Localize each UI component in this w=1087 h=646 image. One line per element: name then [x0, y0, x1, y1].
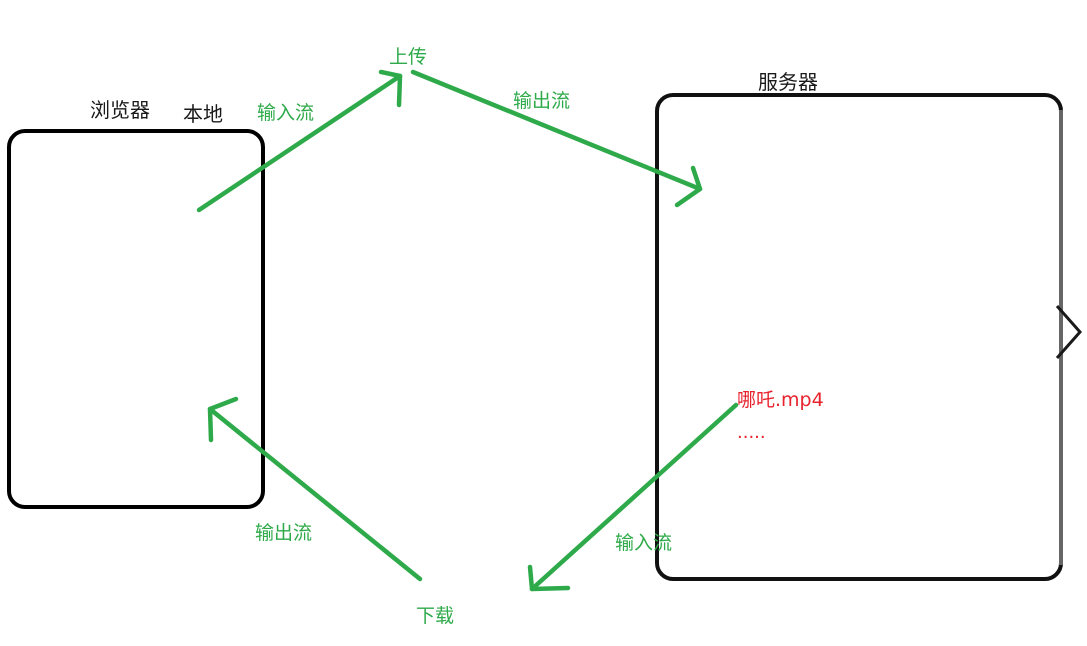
chevron-right-icon[interactable] — [1055, 305, 1083, 359]
browser-label: 浏览器 — [90, 98, 150, 122]
upload-input-stream-label: 输入流 — [257, 102, 315, 124]
server-box — [655, 93, 1063, 581]
browser-box — [7, 129, 265, 509]
upload-input-arrow — [196, 69, 403, 213]
file-more-label: ..... — [737, 422, 766, 443]
download-input-stream-label: 输入流 — [615, 532, 673, 554]
download-output-arrow — [207, 396, 423, 582]
server-label: 服务器 — [758, 70, 818, 94]
download-input-arrow — [527, 402, 739, 592]
download-output-stream-label: 输出流 — [255, 522, 313, 544]
file-name-label: 哪吒.mp4 — [737, 389, 824, 411]
upload-output-stream-label: 输出流 — [513, 90, 571, 112]
upload-label: 上传 — [389, 46, 428, 68]
local-label: 本地 — [183, 102, 223, 126]
upload-output-arrow — [410, 69, 703, 208]
download-label: 下载 — [416, 605, 455, 627]
